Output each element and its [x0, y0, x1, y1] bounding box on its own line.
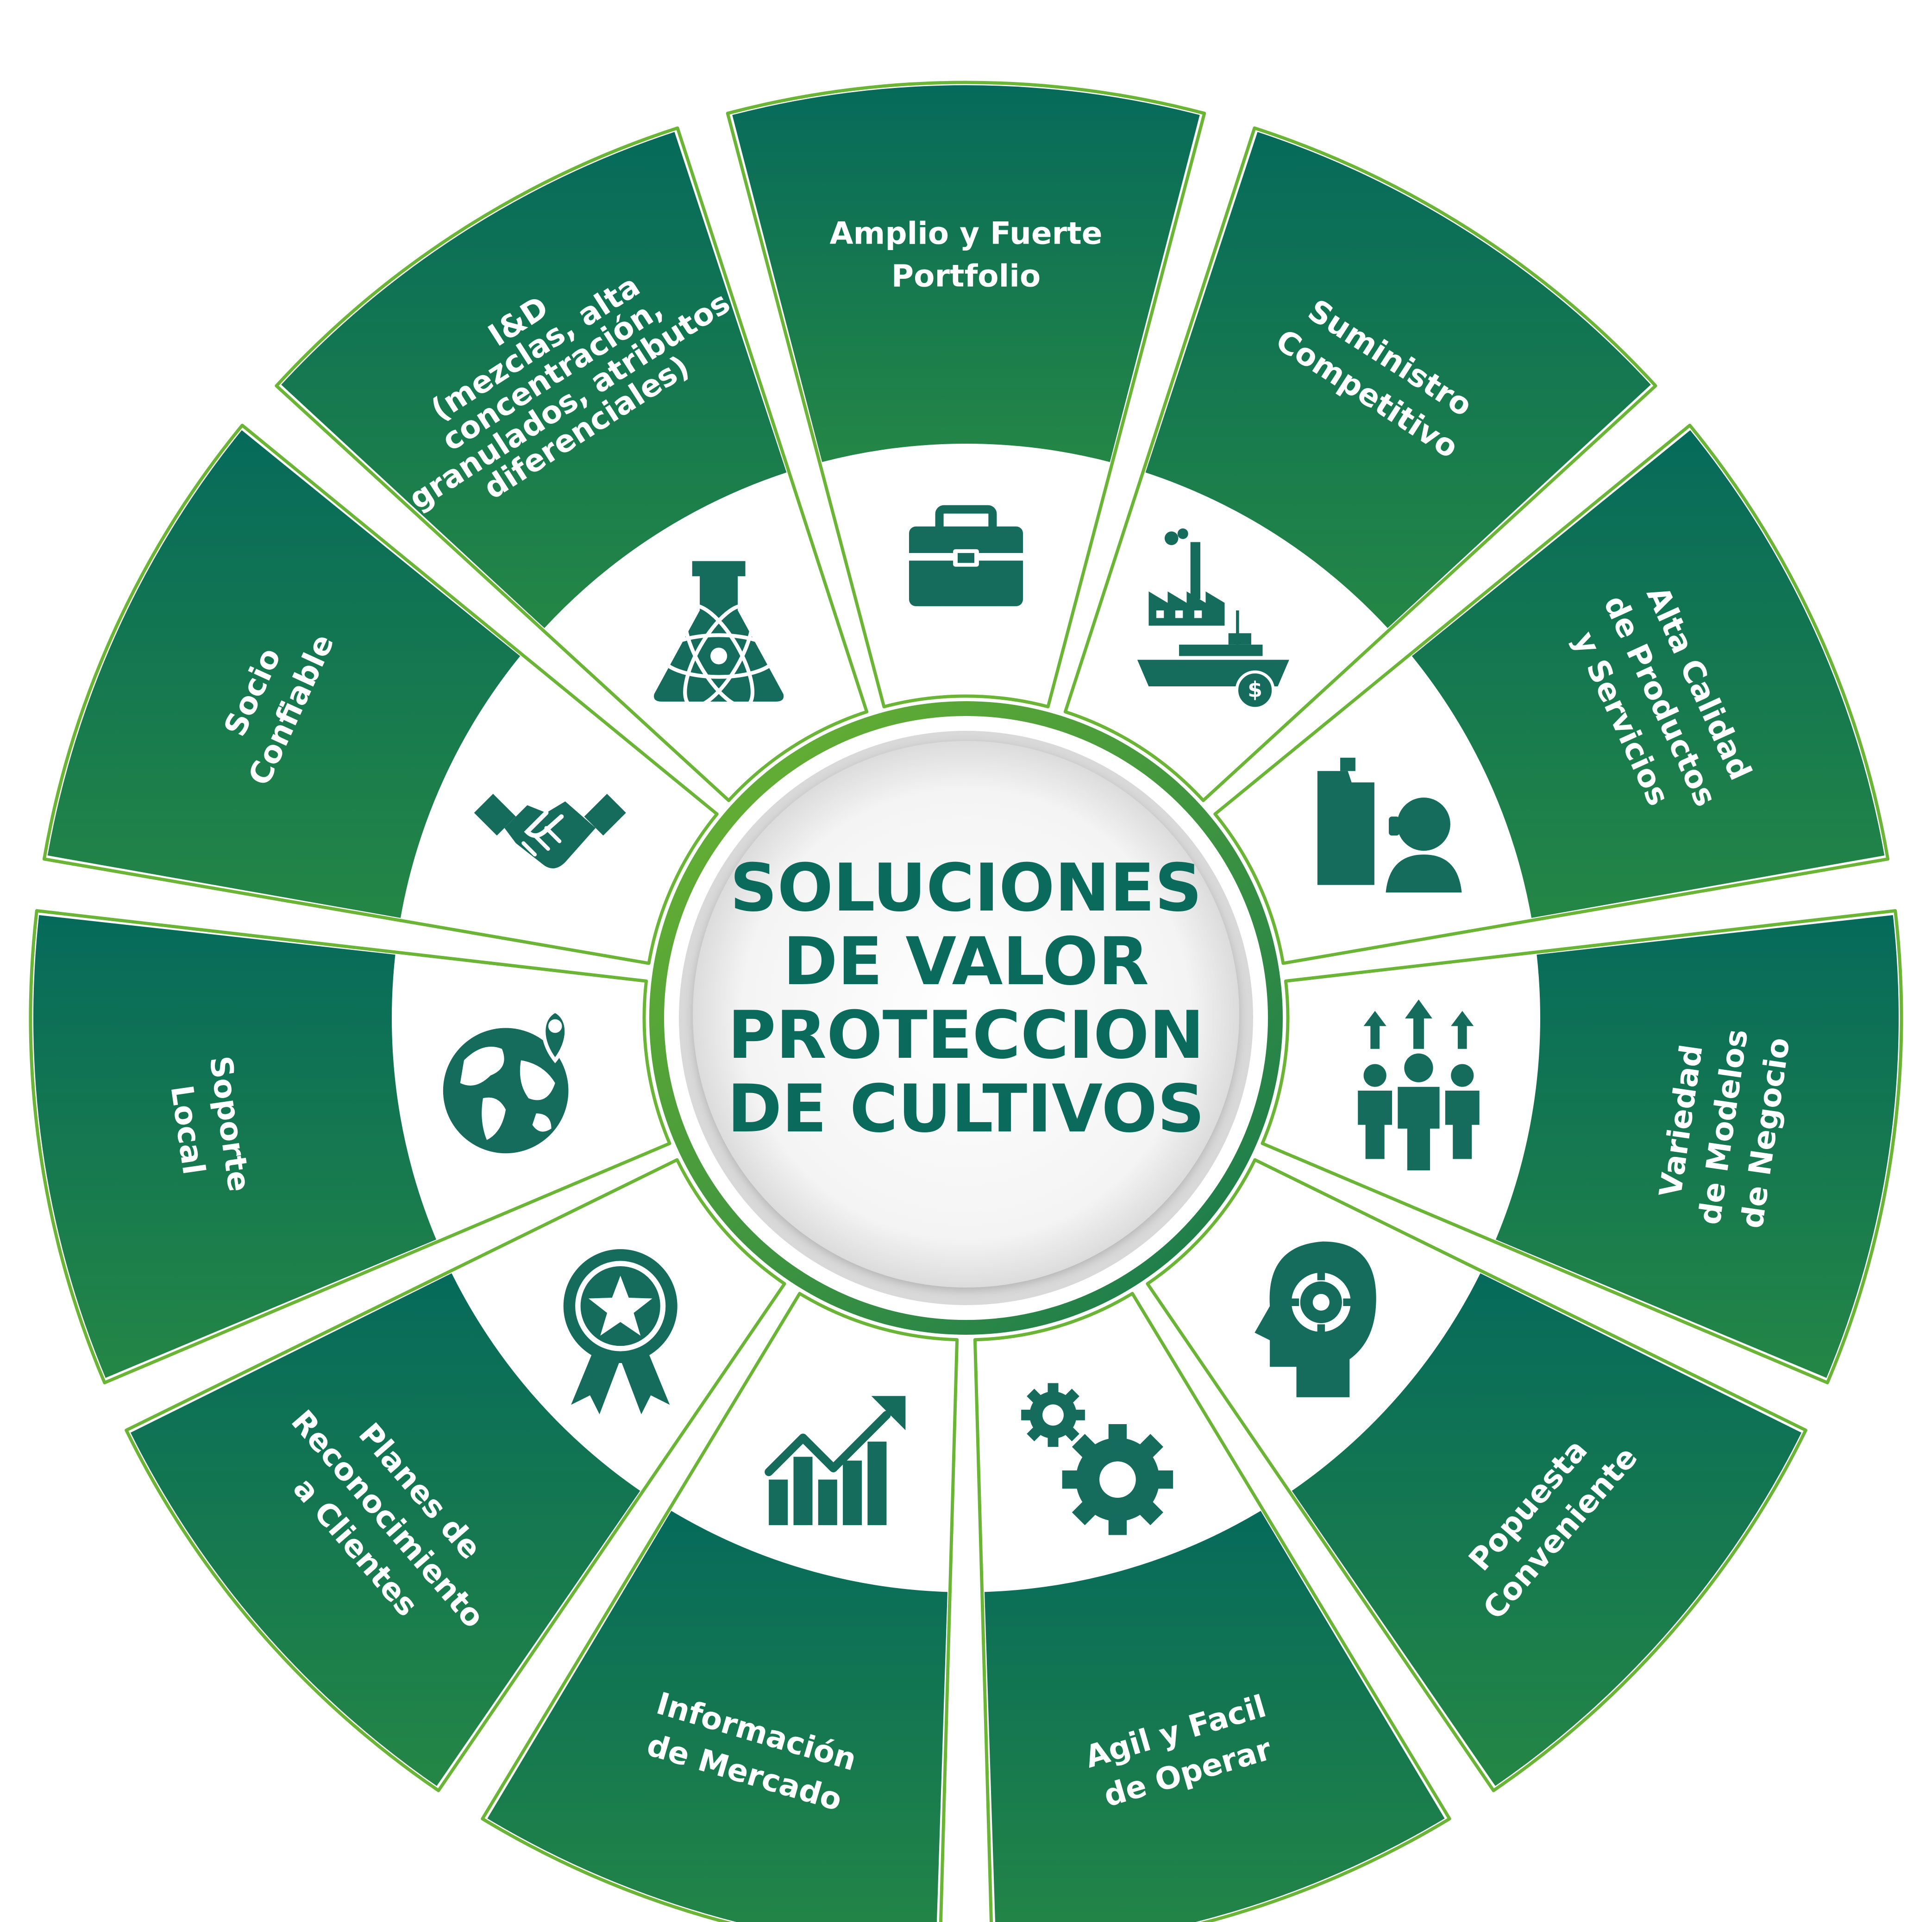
segment-band-informacion	[487, 1511, 947, 1922]
center-disc	[693, 741, 1239, 1288]
container-support-icon	[1317, 758, 1462, 893]
factory-ship-icon: $	[1137, 528, 1289, 710]
people-growth-icon	[1358, 999, 1480, 1171]
segment-band-suministro	[1145, 132, 1651, 628]
award-badge-icon	[563, 1249, 677, 1414]
head-gear-icon	[1255, 1241, 1376, 1397]
segment-band-soporte	[33, 915, 437, 1378]
segment-band-alta-calidad	[1411, 430, 1885, 918]
center-hub: SOLUCIONES DE VALOR PROTECCION DE CULTIV…	[649, 701, 1283, 1335]
segment-band-id	[281, 132, 787, 628]
handshake-icon	[474, 793, 626, 868]
center-line-2: DE VALOR	[783, 923, 1149, 1000]
segment-band-socio	[47, 430, 521, 918]
segment-label-line: Portfolio	[891, 258, 1041, 294]
segment-label-line: Amplio y Fuerte	[829, 216, 1102, 251]
segment-band-planes	[130, 1273, 640, 1786]
center-line-3: PROTECCION	[728, 997, 1204, 1074]
chart-arrow-icon	[765, 1396, 906, 1526]
segment-band-variedad	[1495, 915, 1899, 1378]
segment-band-popuesta	[1292, 1273, 1802, 1786]
globe-pin-icon	[443, 1009, 569, 1154]
svg-text:$: $	[1248, 677, 1262, 702]
briefcase-icon	[909, 505, 1023, 606]
center-line-4: DE CULTIVOS	[728, 1071, 1205, 1147]
center-line-1: SOLUCIONES	[730, 850, 1202, 926]
segment-band-agil	[985, 1511, 1445, 1922]
flask-atom-icon	[654, 561, 784, 709]
segment-band-amplio	[732, 85, 1200, 462]
gears-icon	[1021, 1383, 1173, 1535]
